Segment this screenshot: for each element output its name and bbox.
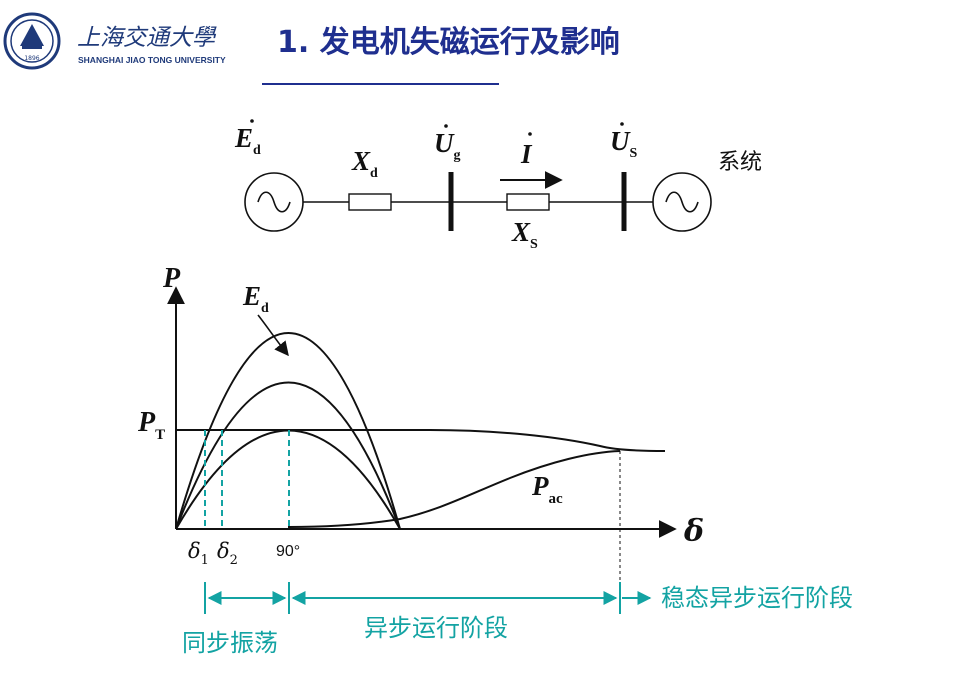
async-power-curve [288,450,621,529]
system-source-icon [652,172,712,232]
dot-over-i [528,132,532,136]
university-seal-icon: 1896 [3,12,61,70]
generator-icon [244,172,304,232]
ninety-degree-label: 90° [276,543,300,560]
reactance-xd-label: Xd [351,146,378,181]
power-curve-high [175,332,401,530]
sync-oscillation-label: 同步振荡 [182,629,278,657]
generator-emf-label: Ed [234,123,261,158]
seal-year: 1896 [24,55,39,62]
ed-curve-label: Ed [242,281,269,316]
system-label: 系统 [718,150,762,175]
power-curve-mid [175,381,401,530]
async-operation-label: 异步运行阶段 [364,614,508,642]
reactance-xs-label: XS [511,217,538,252]
stage-annotations: 同步振荡 异步运行阶段 稳态异步运行阶段 [182,582,853,657]
generator-voltage-label: Ug [434,128,461,163]
university-name-cn: 上海交通大學 [77,25,217,51]
reactance-xd [348,193,392,211]
reactance-xs [506,193,550,211]
dot-over-ug [444,124,448,128]
system-voltage-label: US [610,126,638,161]
delta-axis-label: δ [683,514,704,549]
university-name-en: SHANGHAI JIAO TONG UNIVERSITY [78,55,226,65]
pac-label: Pac [531,471,563,507]
dot-over-ed [250,119,254,123]
power-angle-plot: P δ PT Pac Ed δ1 δ2 90° [137,263,704,598]
circuit-diagram: Ed Xd Ug I XS US 系统 [234,119,762,252]
steady-async-label: 稳态异步运行阶段 [661,584,853,612]
p-axis-label: P [162,263,181,294]
ed-pointer-arrow [257,314,289,357]
university-logo: 1896 上海交通大學 SHANGHAI JIAO TONG UNIVERSIT… [3,12,226,70]
dot-over-us [620,122,624,126]
pt-label: PT [137,407,165,443]
current-label: I [520,139,533,169]
delta2-label: δ2 [217,539,238,568]
slide-title: 1. 发电机失磁运行及影响 [277,25,620,60]
turbine-power-line [176,429,666,452]
delta1-label: δ1 [188,539,209,568]
